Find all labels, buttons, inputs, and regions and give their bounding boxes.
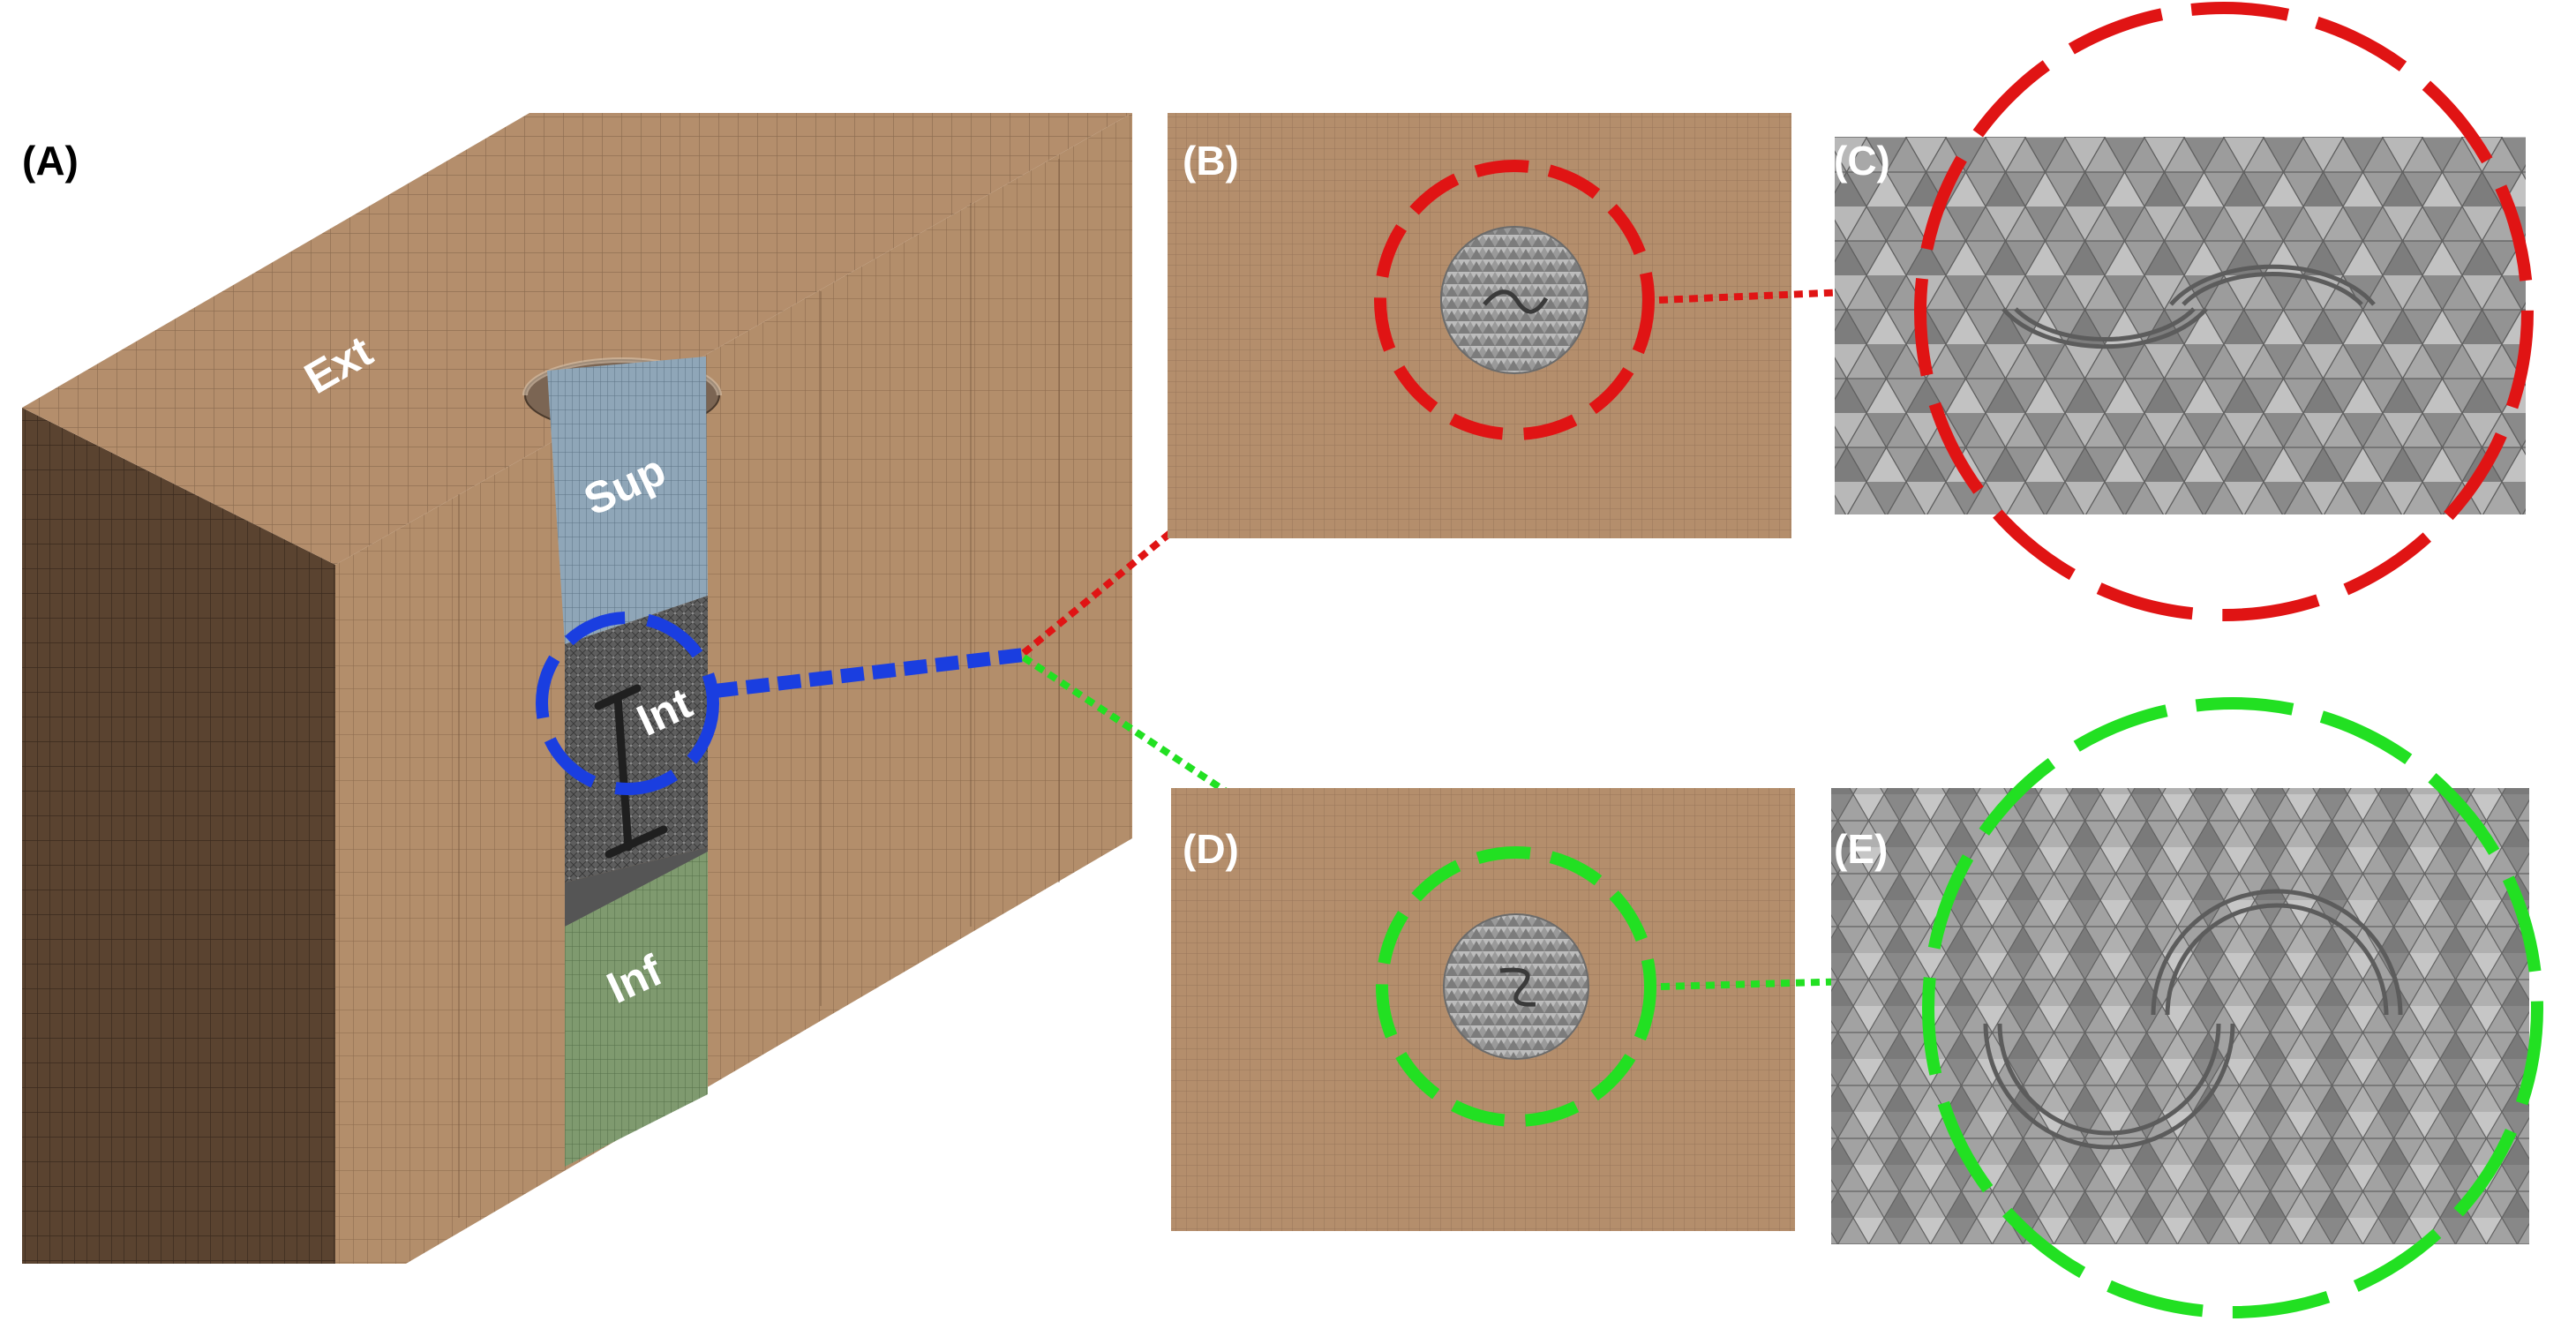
int-region-lower (565, 847, 708, 927)
block-top-face (22, 113, 1132, 565)
panel-b-label: (B) (1183, 138, 1239, 184)
panel-e-green-circle (1922, 697, 2543, 1318)
panel-d-pile-section (1443, 913, 1589, 1060)
panel-d-beam-section (1499, 967, 1536, 1007)
i-beam (594, 684, 668, 859)
panel-a-label: (A) (22, 138, 79, 184)
panel-c-label: (C) (1834, 138, 1890, 184)
int-region (565, 596, 708, 882)
panel-e-image (1831, 788, 2529, 1244)
panel-e: (E) (1831, 697, 2543, 1318)
pile-top-mesh-ring (522, 357, 722, 396)
arrow-b-to-c (1658, 289, 1911, 300)
panel-b: (B) (1168, 113, 1791, 538)
panel-d-green-circle (1376, 846, 1656, 1127)
block-side-face (22, 408, 335, 1264)
panel-b-beam-section (1483, 289, 1549, 314)
panel-b-red-circle (1374, 160, 1655, 440)
panel-c: (C) (1834, 2, 2534, 621)
panel-d: (D) (1171, 788, 1795, 1231)
sup-region (547, 357, 708, 644)
panel-c-beam-arcs (2001, 264, 2376, 349)
panel-e-label: (E) (1834, 826, 1888, 872)
blue-leader-line (714, 648, 1025, 698)
inf-region (565, 852, 708, 1167)
panel-a-block: Ext Sup Int Inf (22, 113, 1132, 1264)
blue-callout-circle (536, 612, 719, 795)
panel-c-red-circle (1914, 2, 2534, 621)
panel-d-label: (D) (1183, 826, 1239, 872)
panel-e-beam-arcs (1983, 889, 2403, 1150)
